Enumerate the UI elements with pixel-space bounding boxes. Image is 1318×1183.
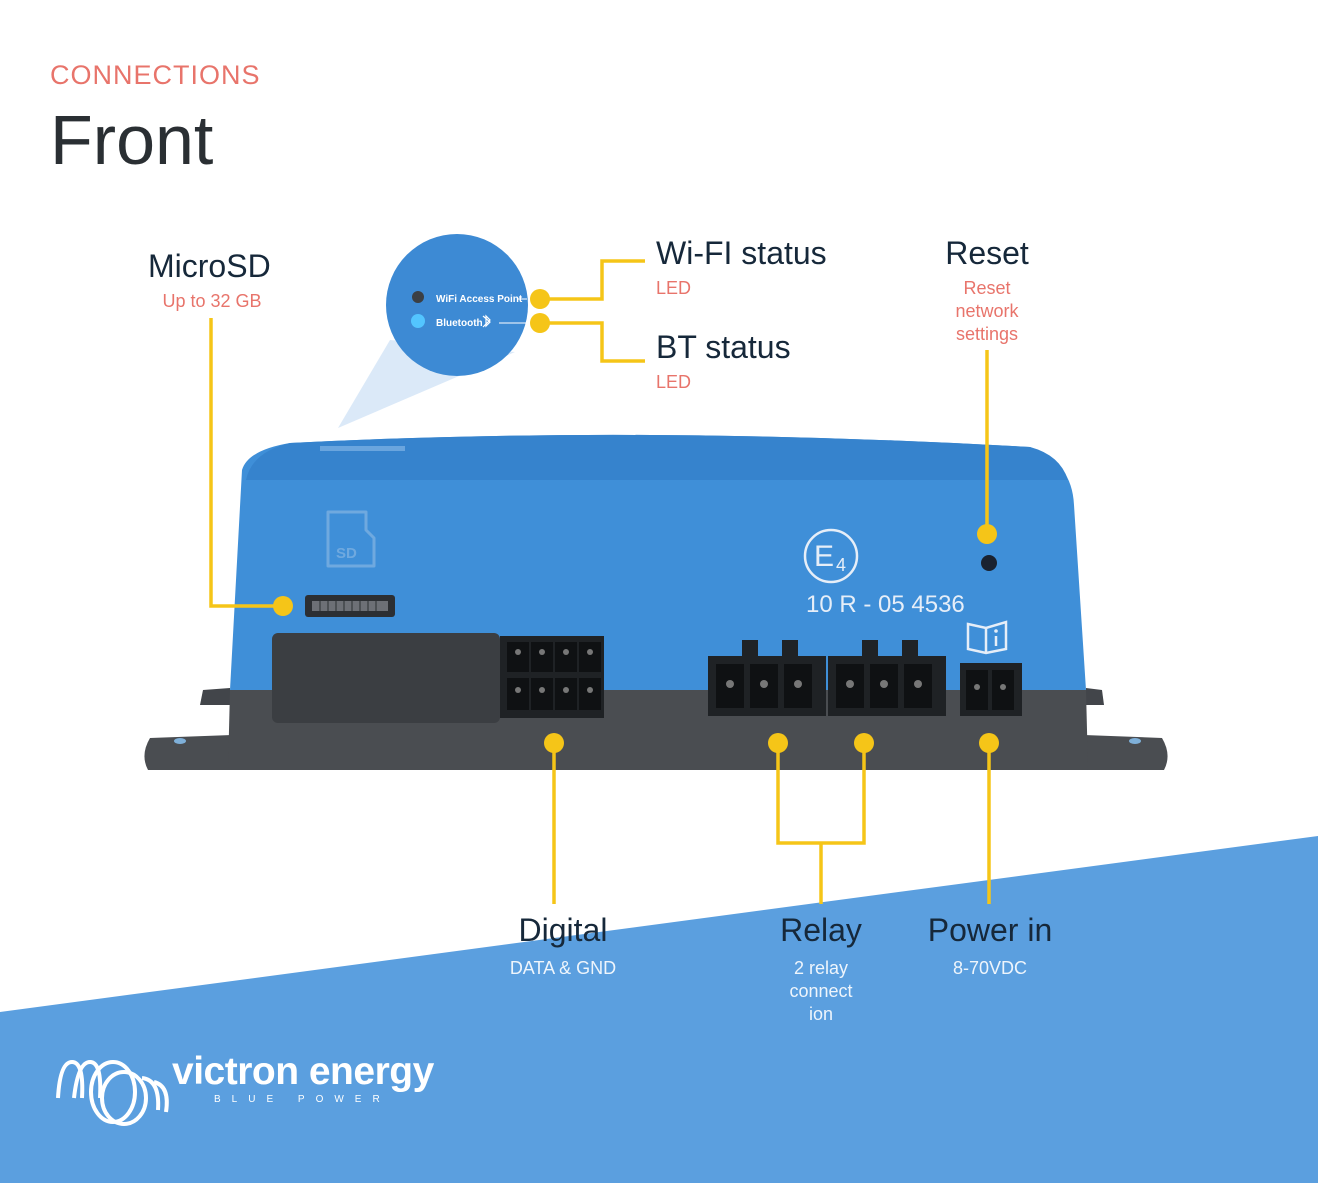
wifi-status-sub: LED xyxy=(656,278,692,298)
power-in-sub: 8-70VDC xyxy=(952,958,1028,978)
approval-number: 10 R - 05 4536 xyxy=(806,591,965,618)
microsd-label: MicroSD xyxy=(148,248,271,284)
bluetooth-icon xyxy=(482,314,491,328)
manual-info-icon xyxy=(966,620,1008,655)
bt-status-sub: LED xyxy=(656,372,692,392)
digital-connector xyxy=(500,636,604,718)
power-in-label: Power in xyxy=(927,912,1053,948)
e4-number: 4 xyxy=(836,555,846,575)
microsd-sub: Up to 32 GB xyxy=(162,291,262,311)
reset-label: Reset xyxy=(945,235,1029,271)
relay-connector-1 xyxy=(708,640,826,716)
relay-sub-line-2: connect xyxy=(789,981,853,1001)
reset-sub-line-2: network xyxy=(955,301,1019,321)
callout-dots xyxy=(273,289,999,753)
reset-sub-line-1: Reset xyxy=(963,278,1011,298)
power-connector xyxy=(960,663,1022,716)
bt-status-label: BT status xyxy=(656,329,791,365)
device-housing xyxy=(230,434,1086,690)
connector-cover-flap xyxy=(272,633,500,723)
bluetooth-led-icon xyxy=(411,314,425,328)
relay-label: Relay xyxy=(780,912,862,948)
reset-button xyxy=(981,555,997,571)
brand-name: victron energy xyxy=(172,1050,434,1093)
reset-sub-line-3: settings xyxy=(955,324,1019,344)
relay-connector-2 xyxy=(828,640,946,716)
leader-lines xyxy=(209,259,991,904)
page-title: Front xyxy=(50,101,214,179)
digital-label: Digital xyxy=(518,912,608,948)
sd-mark: SD xyxy=(336,545,357,562)
relay-sub: 2 relay connect ion xyxy=(761,957,881,1026)
zoom-wifi-text: WiFi Access Point xyxy=(436,294,523,305)
victron-logo-icon xyxy=(56,1059,169,1126)
led-zoom-bubble: WiFi Access Point Bluetooth xyxy=(386,234,528,376)
e4-letter: E xyxy=(814,540,834,573)
relay-sub-line-1: 2 relay xyxy=(793,958,849,978)
mounting-flanges xyxy=(144,688,1168,770)
sd-card-icon: SD xyxy=(326,510,376,568)
zoom-bt-text: Bluetooth xyxy=(436,318,483,329)
wifi-led-icon xyxy=(412,291,424,303)
e4-approval-mark: E 4 10 R - 05 4536 xyxy=(803,528,965,618)
wifi-status-label: Wi-FI status xyxy=(656,235,827,271)
digital-sub: DATA & GND xyxy=(509,958,617,978)
brand-tagline: BLUE POWER xyxy=(214,1094,391,1105)
reset-sub: Reset network settings xyxy=(927,277,1047,346)
section-eyebrow: CONNECTIONS xyxy=(50,60,261,90)
relay-sub-line-3: ion xyxy=(808,1004,834,1024)
